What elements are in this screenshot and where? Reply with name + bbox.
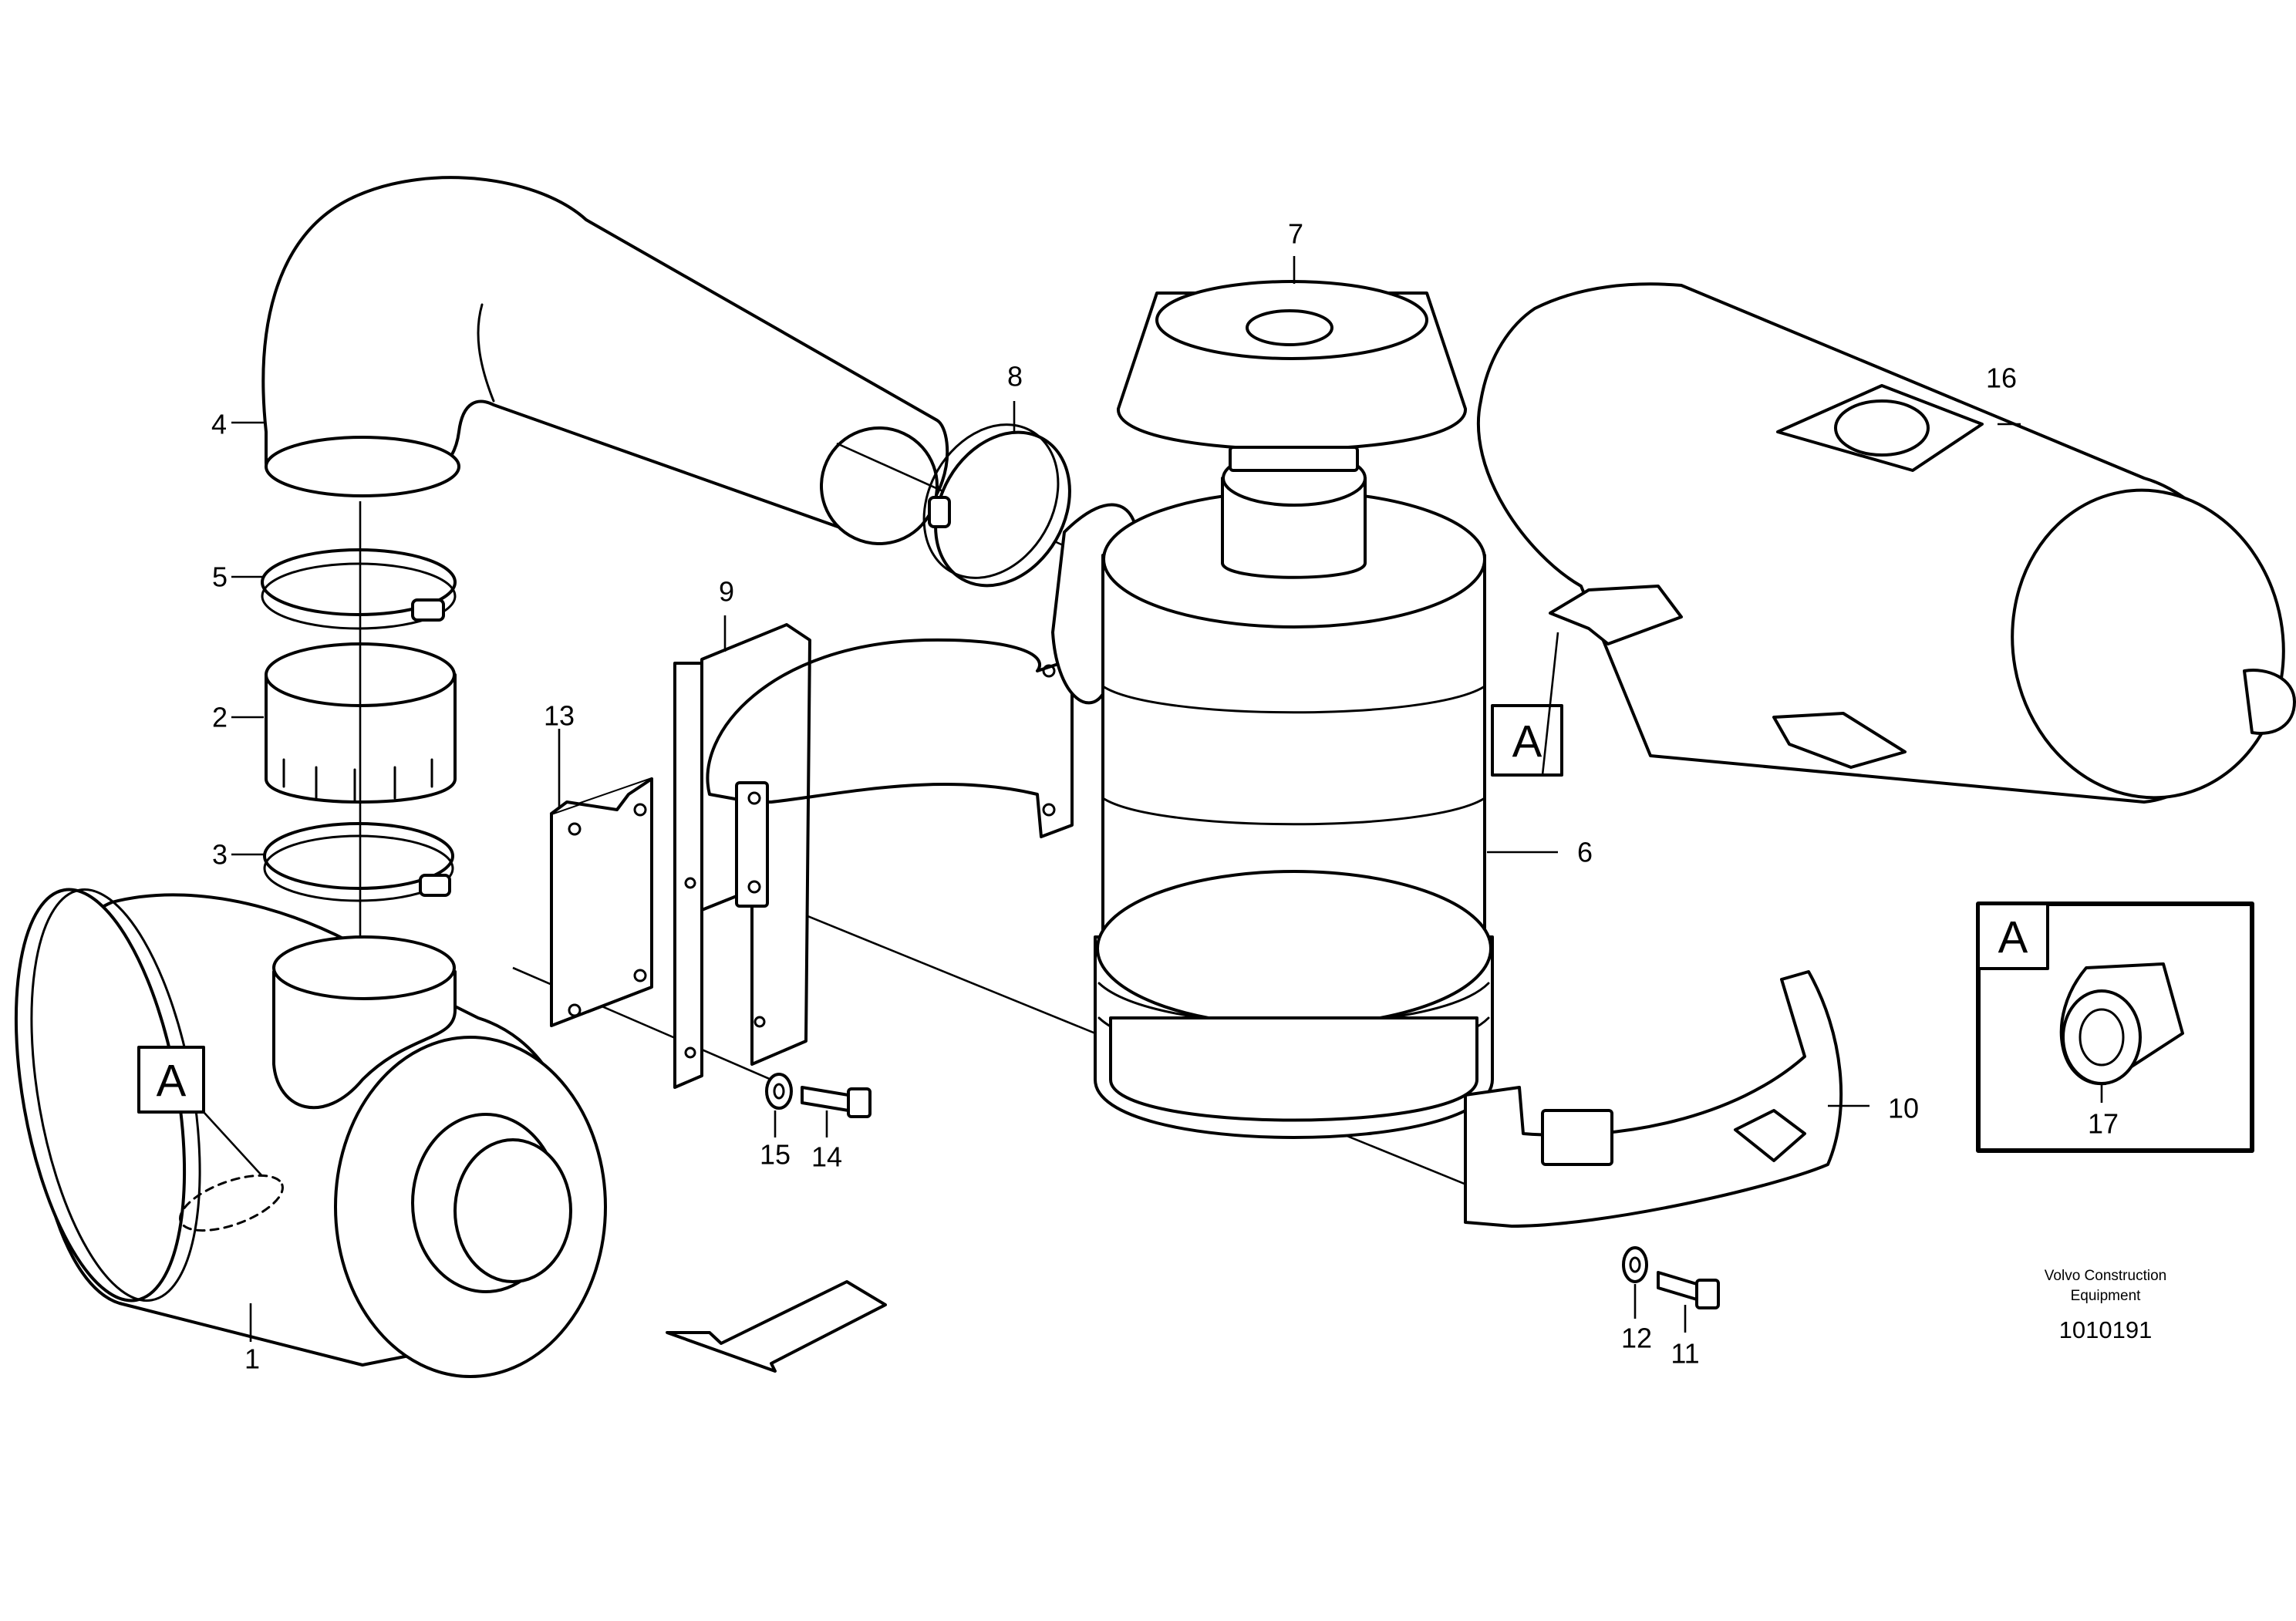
lower-strap — [1464, 970, 1843, 1228]
callout-14: 14 — [811, 1141, 842, 1173]
hose-clamp-pipe — [922, 423, 1071, 588]
callout-labels: 1 2 3 4 5 6 7 8 9 10 11 12 13 14 15 16 1… — [211, 218, 2119, 1375]
washer-12 — [1622, 1246, 1648, 1283]
air-filter-housing — [14, 888, 607, 1378]
callout-17: 17 — [2088, 1108, 2119, 1140]
hose-clamp-upper — [261, 548, 457, 630]
bracket-plate — [550, 777, 653, 1027]
silencer — [1476, 282, 2296, 804]
air-cleaner-body — [1051, 450, 1494, 1139]
callout-16: 16 — [1986, 362, 2017, 394]
rain-cap — [1116, 280, 1468, 472]
callout-9: 9 — [719, 576, 734, 608]
leader-lines — [203, 256, 2103, 1342]
bolt-14 — [801, 1086, 872, 1118]
washer-15 — [765, 1073, 793, 1110]
callout-1: 1 — [244, 1343, 260, 1375]
detail-view-a — [1976, 901, 2254, 1153]
detail-marker-a-box: A — [1998, 913, 2028, 963]
callout-11: 11 — [1671, 1338, 1699, 1370]
drawing-number: 1010191 — [2059, 1316, 2153, 1343]
credit-line-1: Volvo Construction — [2045, 1268, 2166, 1284]
front-direction-arrow-icon — [666, 1280, 887, 1373]
callout-6: 6 — [1577, 837, 1593, 868]
callout-12: 12 — [1621, 1323, 1652, 1354]
callout-15: 15 — [760, 1139, 791, 1171]
callout-7: 7 — [1288, 218, 1303, 250]
callout-10: 10 — [1888, 1093, 1919, 1124]
hose-clamp-lower — [263, 822, 454, 902]
callout-2: 2 — [212, 702, 228, 733]
callout-3: 3 — [212, 839, 228, 871]
intake-elbow-pipe — [261, 176, 949, 545]
detail-marker-a-right: A — [1512, 717, 1542, 767]
callout-13: 13 — [544, 700, 575, 732]
callout-5: 5 — [212, 561, 228, 593]
mounting-strap-bracket — [673, 623, 1074, 1089]
credit-line-2: Equipment — [2071, 1288, 2142, 1304]
callout-4: 4 — [211, 409, 227, 440]
callout-8: 8 — [1007, 361, 1023, 393]
bolt-11 — [1657, 1271, 1720, 1309]
detail-marker-box-right — [1491, 704, 1563, 777]
detail-marker-box-left — [137, 1046, 205, 1114]
detail-marker-a-left: A — [157, 1057, 187, 1107]
spacer-bushing — [2059, 962, 2184, 1086]
